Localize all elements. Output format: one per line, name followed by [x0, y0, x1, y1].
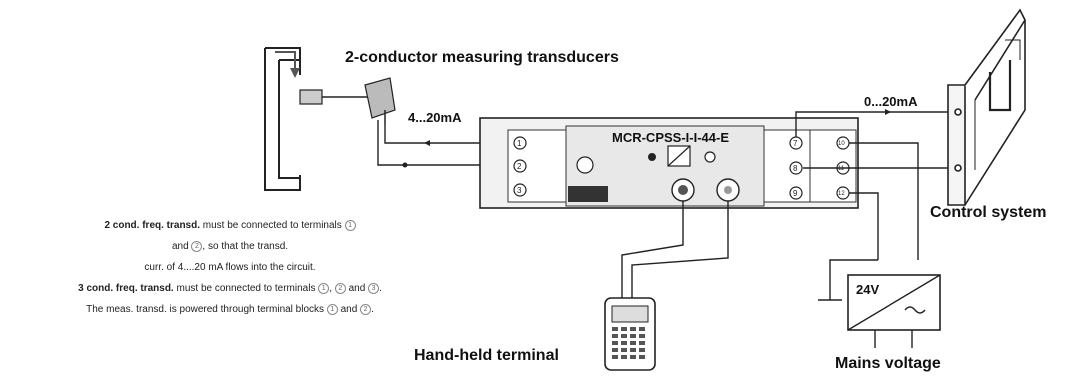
note-line-3: curr. of 4....20 mA flows into the circu… [144, 262, 316, 273]
module-name: MCR-CPSS-I-I-44-E [612, 130, 729, 145]
control-system-icon [947, 8, 1026, 206]
transducers-label: 2-conductor measuring transducers [345, 49, 619, 66]
socket-right-icon [716, 178, 740, 202]
terminal-right-10: 10 [836, 136, 850, 150]
terminal-mid-7: 7 [789, 136, 803, 150]
mains-voltage-label: Mains voltage [835, 355, 941, 372]
terminal-right-12: 12 [836, 186, 850, 200]
flow-arrow-icon [275, 51, 300, 78]
out-led-icon [704, 151, 716, 163]
mains-wires [874, 330, 913, 348]
output-arrow-icon [885, 109, 891, 115]
handheld-terminal-icon [604, 297, 656, 371]
note-line-4: 3 cond. freq. transd. must be connected … [78, 283, 382, 295]
wire-arrow-icon [424, 140, 430, 146]
control-system-label: Control system [930, 204, 1046, 221]
svg-text:2: 2 [517, 162, 522, 171]
output-wires [795, 111, 958, 260]
svg-text:12: 12 [838, 191, 845, 197]
terminal-left-3: 3 [513, 183, 527, 197]
svg-text:9: 9 [793, 189, 798, 198]
svg-text:11: 11 [838, 166, 845, 172]
handheld-cable [621, 201, 729, 300]
hand-held-label: Hand-held terminal [414, 347, 559, 364]
power-supply-icon [847, 274, 941, 331]
socket-left-icon [671, 178, 695, 202]
junction-dot [402, 162, 408, 168]
terminal-block-mid [763, 129, 811, 203]
adjust-knob-icon [576, 156, 594, 174]
terminal-mid-9: 9 [789, 186, 803, 200]
svg-text:3: 3 [517, 186, 522, 195]
svg-text:10: 10 [838, 141, 845, 147]
input-wires [377, 120, 512, 166]
brand-logo [568, 186, 608, 202]
transducer-icon [299, 77, 396, 125]
svg-text:1: 1 [517, 139, 522, 148]
note-line-2: and 2, so that the transd. [171, 241, 289, 253]
terminal-left-1: 1 [513, 136, 527, 150]
isolation-symbol-icon [667, 145, 691, 167]
terminal-mid-8: 8 [789, 161, 803, 175]
pipe-vessel [264, 47, 301, 191]
svg-text:7: 7 [793, 139, 798, 148]
note-line-1: 2 cond. freq. transd. must be connected … [60, 220, 400, 231]
current-out-label: 0...20mA [864, 94, 918, 109]
current-in-label: 4...20mA [408, 110, 462, 125]
svg-text:8: 8 [793, 164, 798, 173]
ground-wire [818, 259, 878, 301]
status-led-icon [648, 153, 656, 161]
note-line-5: The meas. transd. is powered through ter… [86, 304, 374, 316]
supply-voltage-label: 24V [856, 282, 879, 297]
terminal-left-2: 2 [513, 159, 527, 173]
